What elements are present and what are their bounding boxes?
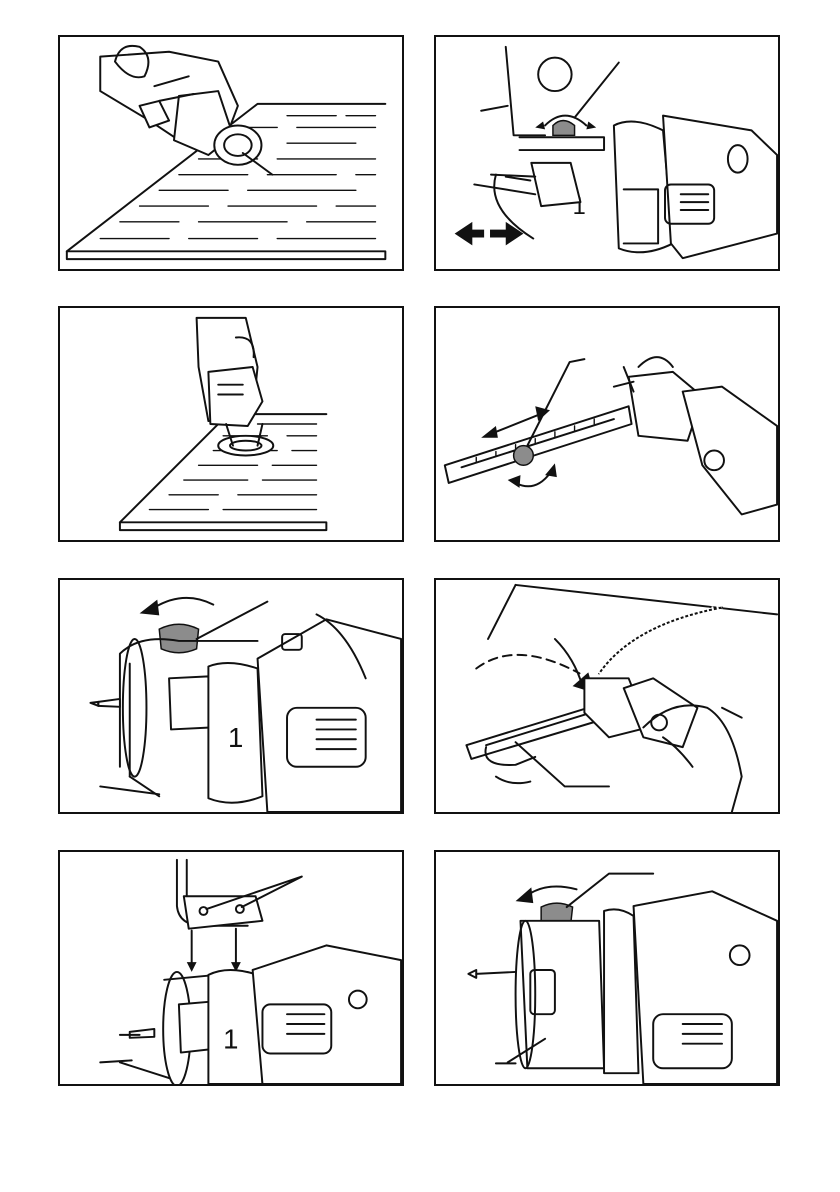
figure-2-guide-adjust: 1 — [434, 35, 780, 271]
figure-8-dust-cover — [434, 850, 780, 1086]
figure-3-plunge-board — [58, 306, 404, 542]
figure-7-illustration: 1 — [60, 852, 402, 1084]
figure-5-illustration: 1 — [60, 580, 402, 812]
figure-7-guide-mounting: 1 — [58, 850, 404, 1086]
housing-number: 1 — [223, 1024, 238, 1055]
figure-1-illustration — [60, 37, 402, 269]
figure-5-depth-knob: 1 — [58, 578, 404, 814]
figure-8-illustration — [436, 852, 778, 1084]
figure-6-circle-cutting — [434, 578, 780, 814]
figure-2-illustration: 1 — [436, 37, 778, 269]
figure-1-cutting-board — [58, 35, 404, 271]
figure-4-illustration — [436, 308, 778, 540]
figure-4-circle-guide — [434, 306, 780, 542]
housing-number: 1 — [228, 722, 243, 753]
figure-6-illustration — [436, 580, 778, 812]
figure-3-illustration — [60, 308, 402, 540]
